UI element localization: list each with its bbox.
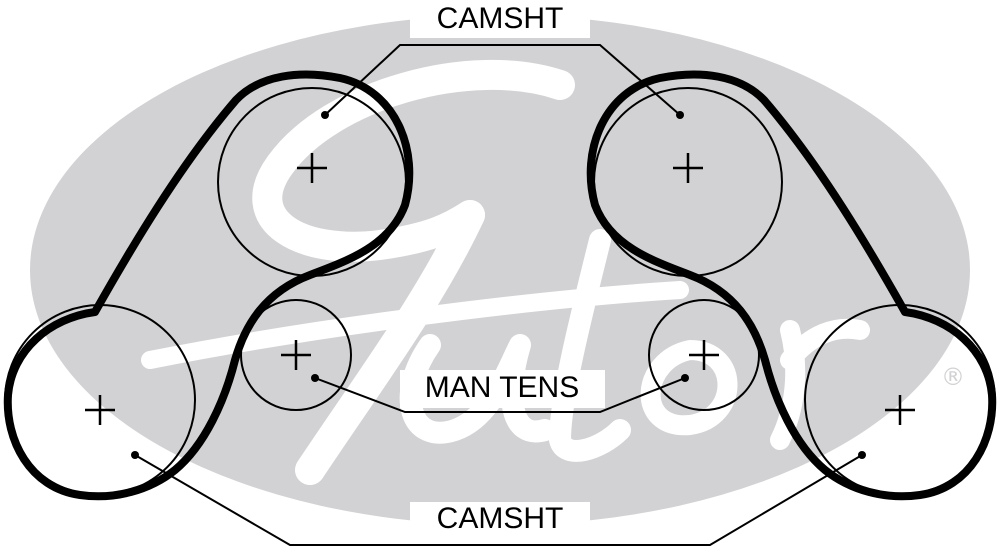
leader-camshaft-top [324,44,681,116]
belt-left [3,70,414,501]
label-camshaft-bottom: CAMSHT [437,502,564,535]
leader-lines [131,44,866,546]
registered-mark: ® [941,363,965,391]
watermark-script-lettering [141,59,870,485]
belts [3,70,997,501]
watermark-oval [30,15,970,525]
label-man-tens: MAN TENS [425,371,579,404]
tensioner-pulley-left [240,299,352,411]
tensioner-pulley-right [648,299,760,411]
labels: CAMSHT MAN TENS CAMSHT [400,0,605,542]
leader-camshaft-bottom [134,454,863,546]
gates-watermark: ® [30,15,970,525]
leader-man-tens [314,377,686,413]
label-camshaft-top: CAMSHT [437,2,564,35]
belt-right [586,70,997,501]
